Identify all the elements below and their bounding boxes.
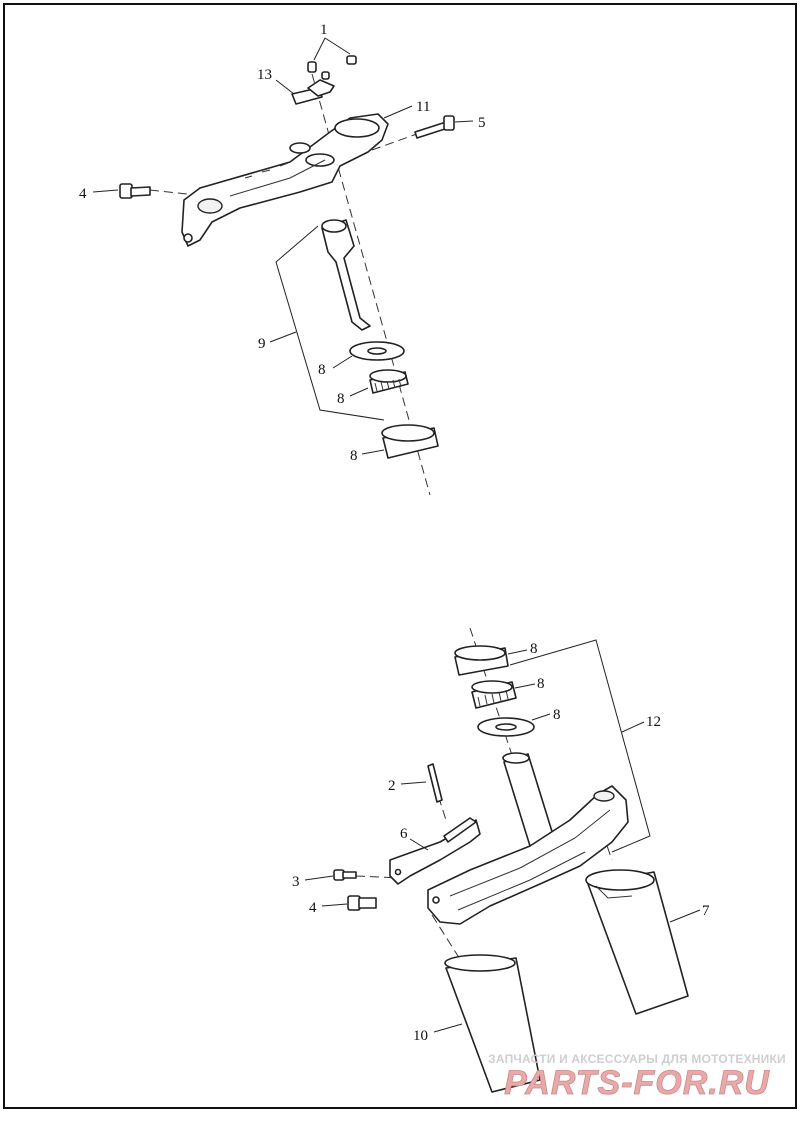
race-part-8-c bbox=[381, 424, 439, 459]
pin-part-2 bbox=[427, 763, 443, 803]
screw-part-1 bbox=[307, 55, 357, 80]
leader-8-f bbox=[531, 713, 551, 721]
watermark: ЗАПЧАСТИ И АКСЕССУАРЫ ДЛЯ МОТОТЕХНИКИ PA… bbox=[487, 1052, 787, 1100]
callout-13: 13 bbox=[257, 67, 272, 83]
bracket-12 bbox=[509, 639, 651, 853]
leader-11 bbox=[383, 105, 413, 119]
leader-8-d bbox=[507, 649, 528, 655]
leader-8-a bbox=[332, 355, 353, 369]
callout-1: 1 bbox=[320, 22, 328, 38]
fork-cover-part-7 bbox=[585, 869, 689, 1015]
lower-triple-clamp-part-12 bbox=[427, 752, 629, 925]
callout-9: 9 bbox=[258, 336, 266, 352]
leader-4-bottom bbox=[321, 903, 348, 907]
leader-6 bbox=[409, 838, 429, 851]
callout-8-a: 8 bbox=[318, 362, 326, 378]
leader-8-b bbox=[349, 387, 369, 397]
bolt-part-4-top bbox=[119, 183, 151, 199]
callout-8-d: 8 bbox=[530, 641, 538, 657]
callout-8-e: 8 bbox=[537, 676, 545, 692]
fork-cover-part-10 bbox=[444, 954, 541, 1093]
leader-7 bbox=[669, 909, 701, 923]
callout-2: 2 bbox=[388, 778, 396, 794]
bearing-part-8-e bbox=[471, 680, 517, 709]
leader-2 bbox=[400, 781, 427, 785]
callout-5: 5 bbox=[478, 115, 486, 131]
leader-9 bbox=[269, 331, 297, 343]
leader-1 bbox=[313, 37, 351, 61]
leader-3 bbox=[304, 875, 334, 881]
upper-triple-clamp-part-11 bbox=[181, 113, 389, 247]
leader-5 bbox=[454, 120, 474, 123]
bracket-9 bbox=[275, 225, 385, 421]
bolt-part-5 bbox=[414, 115, 455, 139]
callout-4-top: 4 bbox=[79, 186, 87, 202]
screw-part-3 bbox=[333, 869, 357, 881]
callout-3: 3 bbox=[292, 874, 300, 890]
callout-12: 12 bbox=[646, 714, 661, 730]
watermark-logo: PARTS-FOR.RU bbox=[504, 1064, 770, 1100]
callout-8-f: 8 bbox=[553, 707, 561, 723]
callout-4-bottom: 4 bbox=[309, 900, 317, 916]
bracket-part-13 bbox=[291, 79, 335, 105]
bearing-part-8-b bbox=[369, 369, 409, 394]
leader-8-c bbox=[361, 449, 385, 455]
watermark-logo-text: PARTS-FOR.RU bbox=[504, 1064, 770, 1100]
leader-13 bbox=[275, 79, 295, 95]
callout-8-c: 8 bbox=[350, 448, 358, 464]
leader-10 bbox=[433, 1023, 463, 1033]
bracket-part-6 bbox=[389, 817, 481, 885]
leader-4-top bbox=[92, 189, 119, 193]
leader-8-e bbox=[514, 683, 536, 689]
race-part-8-d bbox=[454, 645, 509, 676]
callout-10: 10 bbox=[413, 1028, 428, 1044]
washer-part-8-f bbox=[477, 717, 535, 737]
callout-11: 11 bbox=[416, 99, 430, 115]
steering-stem-part-9 bbox=[321, 219, 371, 331]
washer-part-8-a bbox=[349, 341, 405, 361]
bolt-part-4-bottom bbox=[347, 895, 377, 911]
watermark-tagline: ЗАПЧАСТИ И АКСЕССУАРЫ ДЛЯ МОТОТЕХНИКИ bbox=[488, 1052, 786, 1066]
callout-7: 7 bbox=[702, 903, 710, 919]
callout-8-b: 8 bbox=[337, 391, 345, 407]
callout-6: 6 bbox=[400, 826, 408, 842]
leader-12 bbox=[621, 721, 645, 733]
